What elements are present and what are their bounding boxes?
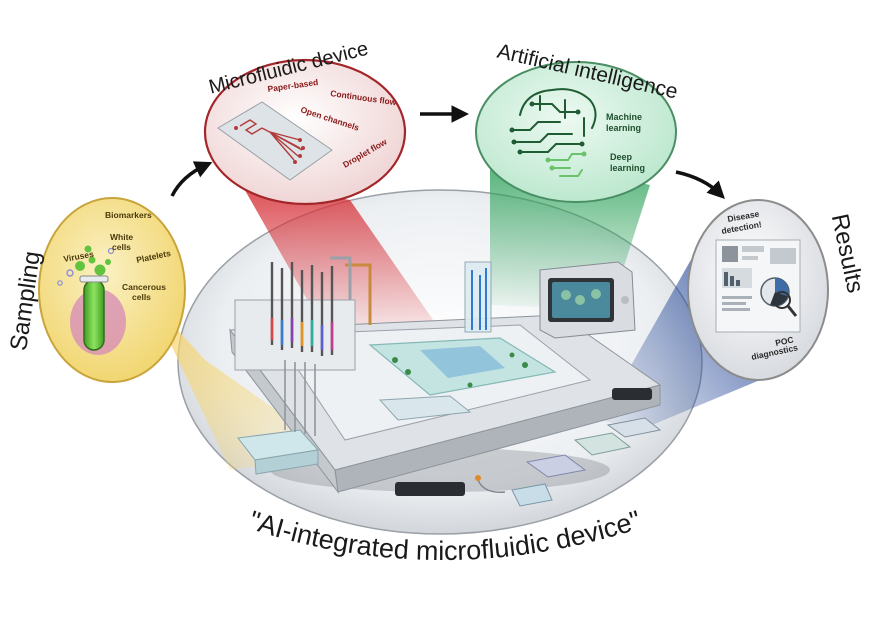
machine-learning-label-2: learning <box>606 123 641 133</box>
poc-diagnostics-label-1: POC <box>774 334 794 348</box>
test-tube-icon <box>83 279 105 351</box>
cancerous-cells-label-1: Cancerous <box>122 282 166 292</box>
white-cells-label-1: White <box>110 232 133 242</box>
arrow-ai-to-results <box>675 170 725 199</box>
white-cells-label-2: cells <box>112 242 131 252</box>
microfluidic-bubble <box>203 58 407 206</box>
circuit-brain-icon <box>511 88 597 153</box>
arrow-sampling-to-microfluidic <box>170 161 213 197</box>
results-heading: Results <box>826 211 869 295</box>
cancerous-cells-label-2: cells <box>132 292 151 302</box>
ai-bubble <box>475 61 677 203</box>
machine-learning-label-1: Machine <box>606 112 642 122</box>
deep-learning-label-2: learning <box>610 163 645 173</box>
biomarkers-label: Biomarkers <box>105 210 152 220</box>
deep-learning-label-1: Deep <box>610 152 633 162</box>
device-illustration <box>229 256 662 507</box>
sampling-bubble <box>38 197 186 383</box>
results-bubble <box>687 199 829 381</box>
